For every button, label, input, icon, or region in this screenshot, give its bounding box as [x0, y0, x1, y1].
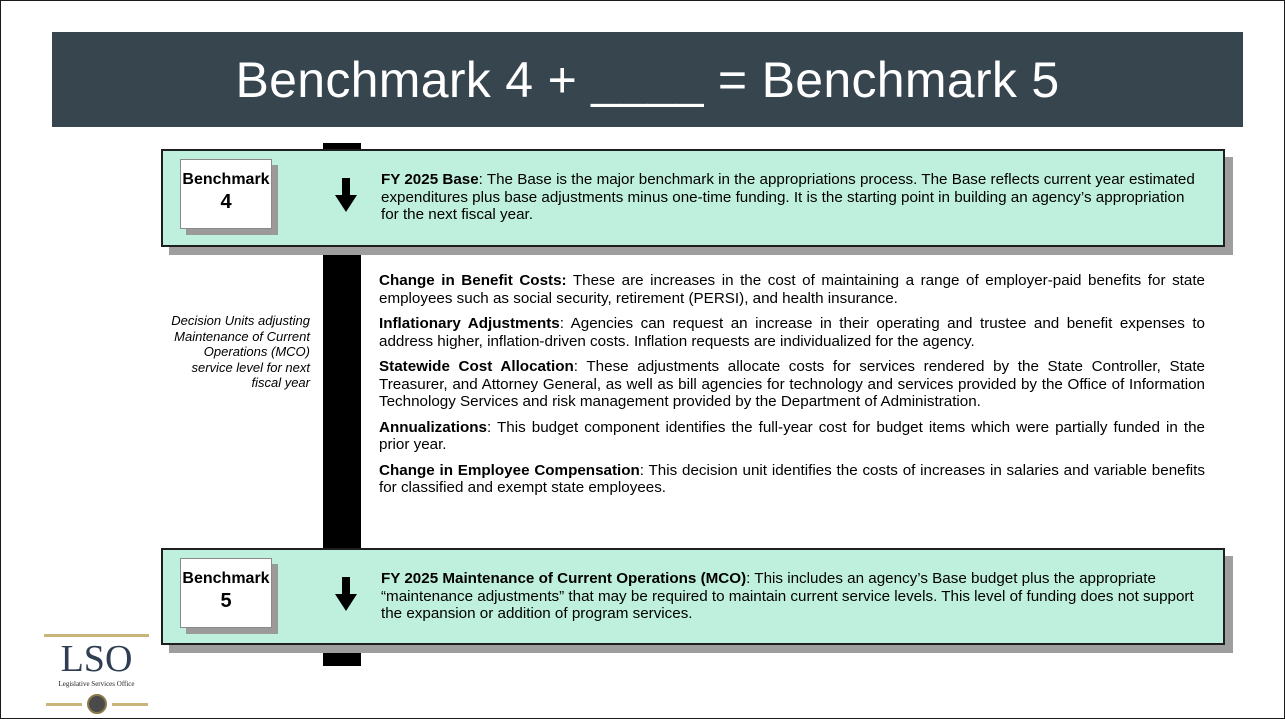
- item-text: : Agencies can request an increase in th…: [379, 315, 1205, 350]
- list-item: Change in Employee Compensation: This de…: [379, 462, 1205, 497]
- lso-logo: LSO Legislative Services Office: [44, 634, 149, 716]
- seal-icon: [87, 694, 107, 714]
- benchmark-4-box: Benchmark 4: [180, 159, 272, 229]
- item-heading: Change in Benefit Costs:: [379, 272, 567, 289]
- benchmark-number: 5: [220, 590, 232, 612]
- down-arrow-icon: [335, 577, 357, 611]
- list-item: Statewide Cost Allocation: These adjustm…: [379, 358, 1205, 411]
- benchmark-5-band: Benchmark 5 FY 2025 Maintenance of Curre…: [161, 548, 1225, 645]
- benchmark-4-text: : The Base is the major benchmark in the…: [381, 171, 1195, 223]
- benchmark-4-band: Benchmark 4 FY 2025 Base: The Base is th…: [161, 149, 1225, 247]
- benchmark-5-heading: FY 2025 Maintenance of Current Operation…: [381, 570, 747, 587]
- benchmark-5-text: : This includes an agency’s Base budget …: [381, 570, 1194, 622]
- logo-rule: [46, 703, 82, 706]
- item-text: : These adjustments allocate costs for s…: [379, 358, 1205, 410]
- benchmark-5-box: Benchmark 5: [180, 558, 272, 628]
- list-item: Change in Benefit Costs: These are incre…: [379, 272, 1205, 307]
- item-heading: Change in Employee Compensation: [379, 461, 640, 479]
- list-item: Annualizations: This budget component id…: [379, 419, 1205, 454]
- side-note: Decision Units adjusting Maintenance of …: [171, 313, 310, 391]
- logo-rule: [44, 634, 149, 637]
- logo-text: LSO: [60, 638, 133, 680]
- title-bar: Benchmark 4 + ____ = Benchmark 5: [52, 32, 1243, 127]
- benchmark-5-description: FY 2025 Maintenance of Current Operation…: [381, 570, 1203, 623]
- benchmark-4-description: FY 2025 Base: The Base is the major benc…: [381, 171, 1203, 224]
- item-heading: Inflationary Adjustments: [379, 315, 560, 332]
- list-item: Inflationary Adjustments: Agencies can r…: [379, 315, 1205, 350]
- benchmark-label: Benchmark: [182, 570, 270, 587]
- slide-title: Benchmark 4 + ____ = Benchmark 5: [235, 51, 1060, 108]
- item-text: : This budget component identifies the f…: [379, 418, 1205, 454]
- decision-units-list: Change in Benefit Costs: These are incre…: [379, 272, 1205, 505]
- down-arrow-icon: [335, 178, 357, 212]
- item-heading: Annualizations: [379, 418, 488, 436]
- benchmark-number: 4: [220, 191, 232, 213]
- benchmark-label: Benchmark: [182, 171, 270, 188]
- item-heading: Statewide Cost Allocation: [379, 358, 574, 375]
- logo-subtitle: Legislative Services Office: [58, 680, 135, 688]
- item-text: : This decision unit identifies the cost…: [379, 461, 1205, 497]
- item-text: These are increases in the cost of maint…: [379, 272, 1205, 307]
- benchmark-4-heading: FY 2025 Base: [381, 171, 479, 188]
- logo-rule: [112, 703, 148, 706]
